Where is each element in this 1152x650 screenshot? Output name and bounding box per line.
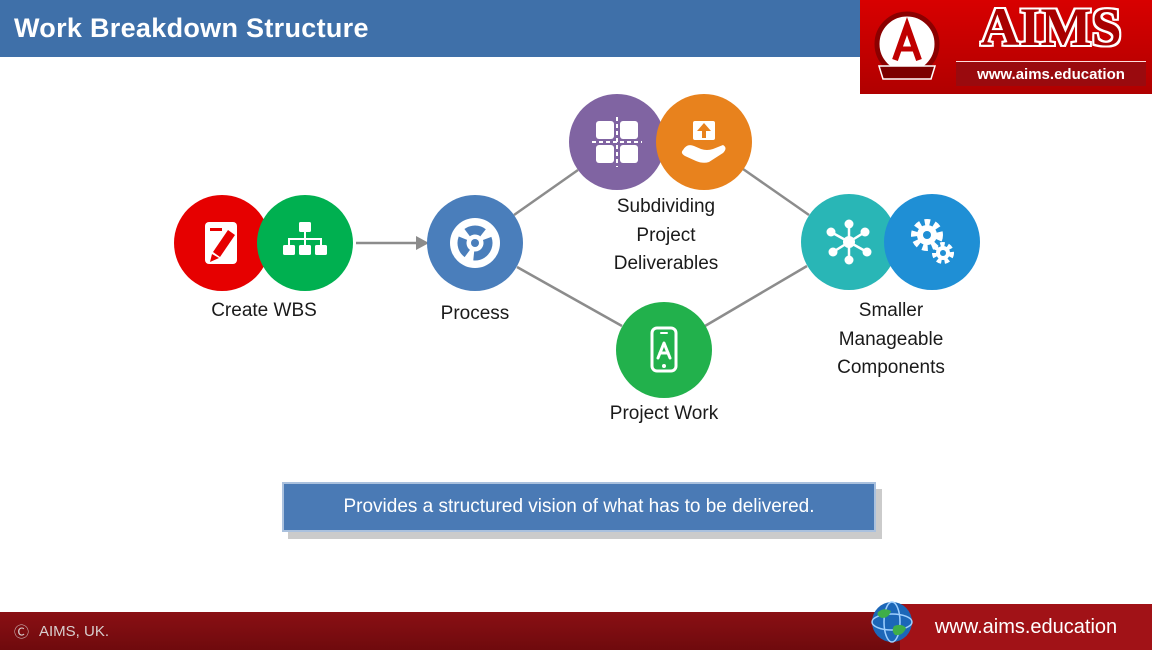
components-teal-circle	[801, 194, 897, 290]
hand-box-icon	[681, 121, 726, 163]
network-icon	[826, 219, 872, 265]
aims-crest-icon	[874, 11, 940, 80]
project-work-label: Project Work	[609, 403, 719, 424]
edit-document-icon	[205, 222, 237, 264]
process-label: Process	[440, 303, 510, 324]
aims-logo-url: www.aims.education	[956, 61, 1146, 86]
globe-icon	[871, 601, 913, 643]
components-blue-circle	[884, 194, 980, 290]
page-title: Work Breakdown Structure	[14, 13, 369, 43]
subdivide-squares-icon	[592, 117, 642, 167]
process-cycle-icon	[450, 218, 500, 268]
copyright-icon: Ⓒ	[13, 623, 29, 641]
subdividing-label: Subdividing Project Deliverables	[613, 196, 719, 274]
process-circle	[427, 195, 523, 291]
aims-logo-panel: AIMS www.aims.education	[860, 0, 1152, 94]
footer-copyright: Ⓒ AIMS, UK.	[12, 612, 109, 650]
callout-box: Provides a structured vision of what has…	[282, 482, 876, 532]
create-wbs-green-circle	[257, 195, 353, 291]
footer-website: www.aims.education	[900, 604, 1152, 650]
aims-logo-text: AIMS	[980, 0, 1122, 57]
mobile-app-icon	[650, 326, 678, 373]
components-label: Smaller Manageable Components	[837, 300, 945, 378]
create-wbs-red-circle	[174, 195, 270, 291]
create-wbs-label: Create WBS	[211, 300, 317, 321]
project-work-circle	[616, 302, 712, 398]
footer-copyright-text: AIMS, UK.	[39, 622, 110, 640]
callout-text: Provides a structured vision of what has…	[343, 496, 815, 517]
hierarchy-icon	[283, 222, 327, 255]
subdividing-orange-circle	[656, 94, 752, 190]
footer-website-group: www.aims.education	[870, 601, 1152, 650]
gears-icon	[911, 219, 954, 264]
subdividing-purple-circle	[569, 94, 665, 190]
